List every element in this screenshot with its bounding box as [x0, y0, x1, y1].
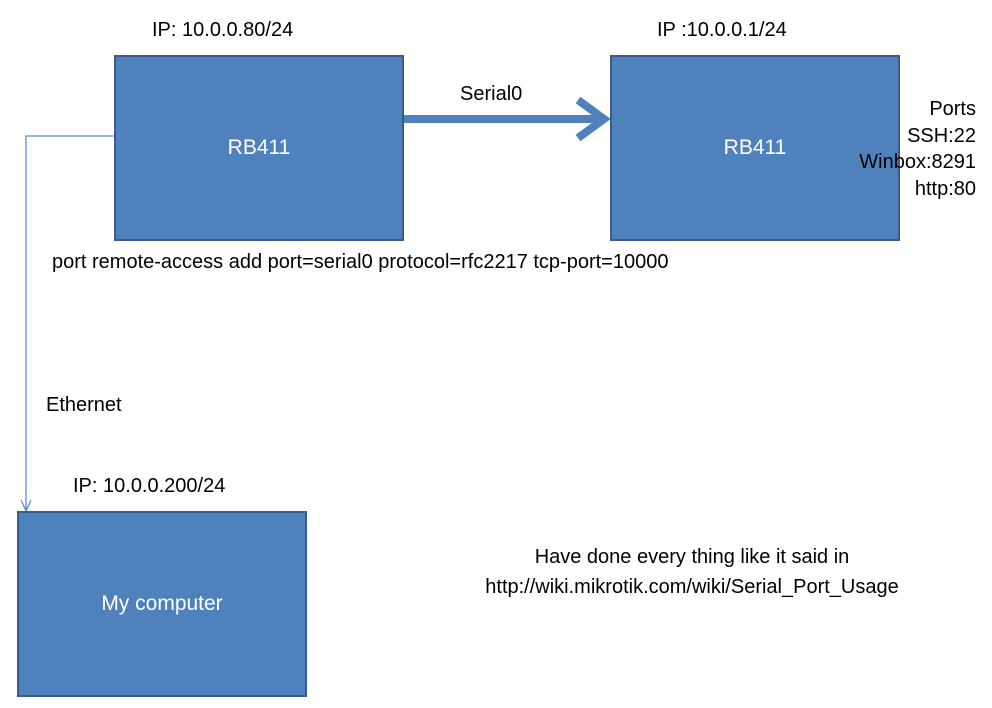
command-text: port remote-access add port=serial0 prot… [52, 251, 669, 273]
computer-ip-label: IP: 10.0.0.200/24 [73, 475, 226, 497]
serial-arrowhead-icon [575, 96, 611, 142]
ethernet-link-label: Ethernet [46, 394, 122, 416]
port-item-http: http:80 [914, 177, 976, 200]
router-a-label: RB411 [227, 136, 291, 159]
port-item-winbox: Winbox:8291 [859, 151, 976, 173]
computer-label: My computer [101, 592, 223, 615]
ports-title: Ports [929, 98, 976, 120]
serial-link-label: Serial0 [460, 83, 523, 105]
note-line-2: http://wiki.mikrotik.com/wiki/Serial_Por… [485, 576, 899, 598]
port-item-ssh: SSH:22 [907, 124, 976, 147]
router-b-ip-label: IP :10.0.0.1/24 [657, 19, 787, 41]
computer-node: My computer [17, 511, 307, 697]
router-b-label: RB411 [723, 136, 787, 159]
router-a-ip-label: IP: 10.0.0.80/24 [152, 19, 294, 41]
router-a-node: RB411 [114, 55, 404, 241]
note-line-1: Have done every thing like it said in [534, 546, 850, 568]
router-b-node: RB411 [610, 55, 900, 241]
note-text: Have done every thing like it said in ht… [432, 542, 952, 602]
ethernet-link-line [25, 135, 114, 510]
ports-list: Ports SSH:22 Winbox:8291 http:80 [859, 96, 976, 202]
